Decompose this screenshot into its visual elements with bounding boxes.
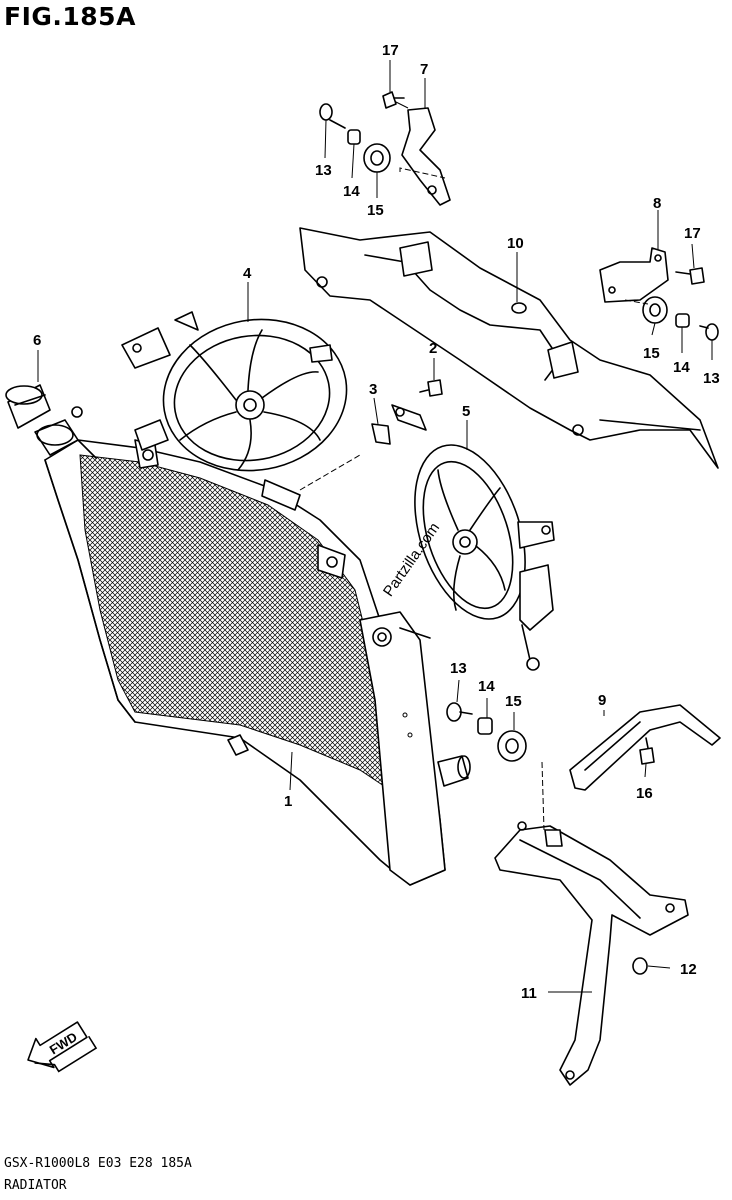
callout-12: 12 <box>680 961 697 978</box>
radiator-part <box>34 406 471 886</box>
callout-9: 9 <box>598 692 606 709</box>
bracket-upper-part <box>391 99 451 206</box>
callout-6: 6 <box>33 332 41 349</box>
callout-1: 1 <box>284 793 292 810</box>
callout-2: 2 <box>429 340 437 357</box>
figure-title: FIG.185A <box>4 2 136 31</box>
callout-17-right: 17 <box>684 225 701 242</box>
callout-4: 4 <box>243 265 252 282</box>
callout-8: 8 <box>653 195 661 212</box>
callout-14-mid: 14 <box>478 678 495 695</box>
callout-13-mid: 13 <box>450 660 467 677</box>
callout-labels: 17 7 13 14 15 8 17 10 4 6 2 3 5 15 14 13… <box>33 42 720 1002</box>
callout-17-top: 17 <box>382 42 399 59</box>
cooling-fan-upper-part <box>121 311 348 472</box>
leader-lines <box>37 60 713 993</box>
callout-15-mid: 15 <box>505 693 522 710</box>
fwd-arrow: FWD <box>27 1021 98 1073</box>
footer-name: RADIATOR <box>4 1178 67 1193</box>
callout-15-right: 15 <box>643 345 660 362</box>
callout-15-top: 15 <box>367 202 384 219</box>
callout-5: 5 <box>462 403 470 420</box>
callout-10: 10 <box>507 235 524 252</box>
shroud-part <box>299 227 719 469</box>
bracket-right-part <box>599 247 669 303</box>
callout-14-top: 14 <box>343 183 360 200</box>
callout-11: 11 <box>521 985 537 1002</box>
callout-3: 3 <box>369 381 377 398</box>
callout-13-top: 13 <box>315 162 332 179</box>
bracket-9-part <box>569 704 721 791</box>
bracket-11-part <box>494 821 689 1086</box>
footer-code: GSX-R1000L8 E03 E28 185A <box>4 1156 192 1171</box>
radiator-cap-part <box>5 384 51 429</box>
callout-14-right: 14 <box>673 359 690 376</box>
callout-13-right: 13 <box>703 370 720 387</box>
cooling-fan-lower-part <box>391 404 555 671</box>
callout-7: 7 <box>420 61 428 78</box>
hardware-parts <box>319 91 719 975</box>
callout-16: 16 <box>636 785 653 802</box>
